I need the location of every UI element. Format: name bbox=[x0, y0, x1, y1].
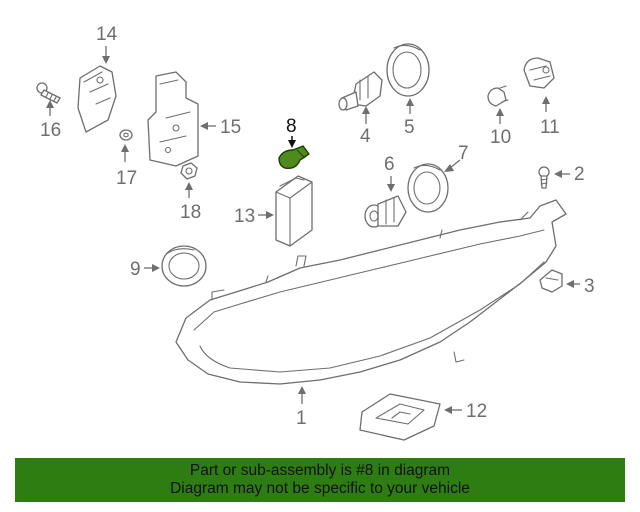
callout-10: 10 bbox=[490, 108, 511, 148]
info-banner: Part or sub-assembly is #8 in diagram Di… bbox=[15, 458, 625, 502]
part-4-bulb[interactable] bbox=[338, 71, 383, 111]
callout-1: 1 bbox=[296, 386, 307, 429]
svg-text:10: 10 bbox=[490, 127, 511, 148]
svg-text:9: 9 bbox=[130, 259, 141, 280]
svg-text:16: 16 bbox=[40, 120, 61, 141]
banner-line-2: Diagram may not be specific to your vehi… bbox=[170, 480, 470, 497]
part-6-bulb[interactable] bbox=[364, 195, 407, 228]
callout-2: 2 bbox=[554, 164, 585, 185]
callout-13: 13 bbox=[234, 206, 274, 227]
svg-text:13: 13 bbox=[234, 206, 255, 227]
svg-text:17: 17 bbox=[116, 168, 137, 189]
svg-text:15: 15 bbox=[220, 117, 241, 138]
callout-5: 5 bbox=[404, 98, 415, 138]
svg-text:12: 12 bbox=[466, 401, 487, 422]
part-11-bulb[interactable] bbox=[523, 57, 555, 89]
callout-6: 6 bbox=[384, 154, 395, 192]
part-16-screw[interactable] bbox=[36, 82, 61, 104]
callout-4: 4 bbox=[360, 106, 371, 147]
part-14-bracket[interactable] bbox=[77, 65, 117, 133]
svg-text:6: 6 bbox=[384, 154, 395, 175]
part-7-seal[interactable] bbox=[407, 163, 449, 213]
part-5-seal[interactable] bbox=[386, 43, 430, 97]
svg-text:7: 7 bbox=[458, 143, 469, 164]
part-15-bracket[interactable] bbox=[147, 71, 199, 167]
banner-line-1: Part or sub-assembly is #8 in diagram bbox=[189, 462, 451, 479]
callout-14: 14 bbox=[96, 24, 118, 64]
part-3-clip[interactable] bbox=[539, 269, 563, 293]
callout-17: 17 bbox=[116, 144, 137, 189]
svg-text:3: 3 bbox=[584, 276, 595, 297]
svg-text:4: 4 bbox=[360, 126, 371, 147]
svg-text:8: 8 bbox=[286, 116, 297, 137]
svg-text:2: 2 bbox=[574, 164, 585, 185]
part-9-seal[interactable] bbox=[161, 245, 207, 287]
svg-text:18: 18 bbox=[180, 202, 201, 223]
callout-16: 16 bbox=[40, 100, 61, 141]
callout-9: 9 bbox=[130, 259, 160, 280]
callout-12: 12 bbox=[444, 401, 487, 422]
svg-text:5: 5 bbox=[404, 117, 415, 138]
part-10-bulb[interactable] bbox=[487, 85, 509, 107]
callout-15: 15 bbox=[200, 117, 241, 138]
part-13-module[interactable] bbox=[275, 175, 313, 247]
callout-11: 11 bbox=[540, 96, 560, 138]
part-12-module[interactable] bbox=[359, 393, 441, 441]
part-8-bulb[interactable] bbox=[278, 145, 310, 170]
callout-7: 7 bbox=[444, 143, 469, 172]
part-1-headlamp[interactable] bbox=[175, 199, 567, 385]
callout-18: 18 bbox=[180, 182, 201, 223]
svg-text:11: 11 bbox=[540, 117, 560, 138]
part-2-screw[interactable] bbox=[538, 166, 550, 189]
part-17-washer[interactable] bbox=[119, 129, 133, 141]
callout-3: 3 bbox=[566, 276, 595, 297]
callout-8: 8 bbox=[286, 116, 297, 148]
part-18-nut[interactable] bbox=[180, 162, 198, 180]
svg-text:14: 14 bbox=[96, 24, 118, 45]
svg-text:1: 1 bbox=[296, 408, 307, 429]
